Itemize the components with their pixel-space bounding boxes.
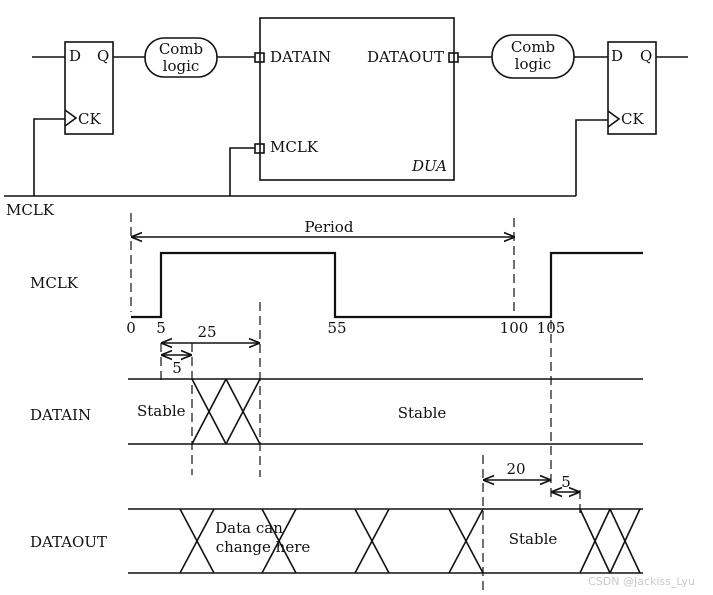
- comb-right-line1: Comb: [511, 38, 555, 56]
- mclk-waveform: [131, 251, 643, 319]
- dataout-waveform: [128, 508, 643, 574]
- ff-left-q-label: Q: [97, 47, 109, 65]
- datain-stable-left: Stable: [137, 402, 186, 420]
- clock-source-label: MCLK: [6, 201, 55, 219]
- ff-right-ck-label: CK: [621, 110, 644, 128]
- comb-right-line2: logic: [515, 55, 552, 73]
- timing-waveforms: Period MCLK 0 5 55 100 105 25 5 DATAIN: [30, 213, 643, 590]
- flip-flop-right-box: [607, 41, 657, 135]
- interval-25-label: 25: [197, 323, 216, 341]
- ff-right-d-label: D: [611, 47, 623, 65]
- dataout-stable: Stable: [509, 530, 558, 548]
- dataout-change-line2: change here: [216, 538, 311, 556]
- comb-logic-right: Comb logic: [491, 34, 575, 79]
- datain-waveform: [128, 378, 643, 445]
- dataout-change-line1: Data can: [215, 519, 283, 537]
- datain-port: [254, 52, 265, 63]
- comb-left-line2: logic: [163, 57, 200, 75]
- dua-datain-label: DATAIN: [270, 48, 331, 66]
- clock-triangle-icon: [64, 109, 78, 127]
- clock-to-dua: [229, 147, 255, 196]
- tick-0: 0: [126, 319, 136, 337]
- ff-right-q-label: Q: [640, 47, 652, 65]
- circuit-schematic: D Q CK Comb logic DATAIN DATAOUT MCLK DU…: [4, 17, 688, 219]
- interval-5a-label: 5: [172, 359, 182, 377]
- tick-55: 55: [327, 319, 346, 337]
- tick-100: 100: [500, 319, 529, 337]
- clock-to-ff-left: [33, 118, 65, 196]
- clock-to-ff-right: [575, 119, 608, 196]
- datain-stable-right: Stable: [398, 404, 447, 422]
- ff-left-d-label: D: [69, 47, 81, 65]
- dua-block: DATAIN DATAOUT MCLK DUA: [254, 17, 459, 181]
- dua-box: [259, 17, 455, 181]
- dua-name-label: DUA: [411, 157, 447, 175]
- clock-triangle-icon: [607, 110, 621, 128]
- period-label: Period: [305, 218, 354, 236]
- tick-5: 5: [156, 319, 166, 337]
- signal-label-mclk: MCLK: [30, 274, 79, 292]
- watermark: CSDN @Jackiss_Lyu: [588, 575, 695, 588]
- tick-105: 105: [537, 319, 566, 337]
- flip-flop-left-box: [64, 41, 114, 135]
- dua-dataout-label: DATAOUT: [367, 48, 444, 66]
- interval-5b-label: 5: [561, 473, 571, 491]
- ff-left-ck-label: CK: [78, 110, 101, 128]
- comb-logic-left: Comb logic: [144, 37, 218, 78]
- comb-left-line1: Comb: [159, 40, 203, 58]
- signal-label-datain: DATAIN: [30, 406, 91, 424]
- signal-label-dataout: DATAOUT: [30, 533, 107, 551]
- interval-20-label: 20: [506, 460, 525, 478]
- flip-flop-left: D Q CK: [64, 41, 114, 135]
- dua-mclk-label: MCLK: [270, 138, 319, 156]
- flip-flop-right: D Q CK: [607, 41, 657, 135]
